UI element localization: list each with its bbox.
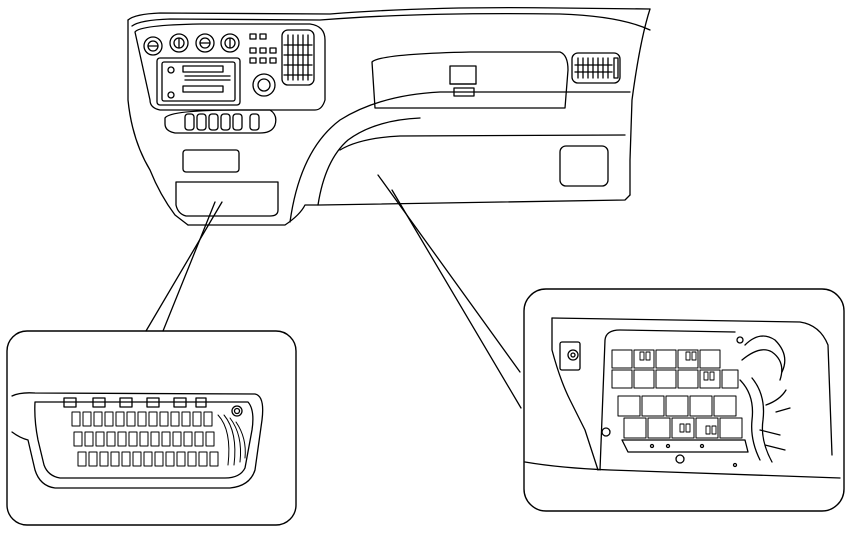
center-stack-outline bbox=[134, 23, 326, 111]
dial-icon bbox=[252, 73, 276, 97]
console-cubby-upper bbox=[182, 149, 240, 173]
dashboard-left-edge bbox=[127, 19, 189, 226]
fuse-box-opening bbox=[551, 317, 833, 456]
leader-lines bbox=[145, 174, 522, 409]
fuse-row bbox=[639, 351, 717, 435]
glovebox-latch bbox=[449, 65, 477, 97]
dashboard-right-edge bbox=[629, 8, 651, 196]
console-cubby-lower bbox=[175, 181, 279, 217]
bolt-icon bbox=[736, 336, 744, 344]
center-vent bbox=[281, 29, 315, 86]
rail-hole bbox=[649, 443, 655, 449]
connector-pins-row-3 bbox=[77, 451, 219, 467]
wiring-harness bbox=[739, 335, 791, 463]
dashboard-top-edge bbox=[127, 6, 651, 21]
bolt-icon bbox=[675, 454, 685, 464]
climate-knob-group bbox=[143, 33, 240, 56]
switch-bank bbox=[164, 109, 277, 134]
mounting-rail bbox=[621, 439, 749, 453]
mounting-screw-icon bbox=[231, 405, 243, 417]
leader-line-left-a bbox=[145, 201, 223, 332]
relay-array bbox=[611, 349, 743, 439]
leader-line-right-a bbox=[377, 174, 521, 373]
connector-callout-frame bbox=[6, 330, 297, 526]
right-side-panel bbox=[559, 145, 609, 187]
bolt-icon bbox=[567, 349, 579, 361]
leader-line-right-b bbox=[391, 189, 522, 409]
rail-hole bbox=[665, 443, 671, 449]
rail-hole bbox=[732, 462, 738, 468]
connector-side-ribs bbox=[217, 414, 246, 466]
dashboard-lower-edge bbox=[187, 194, 631, 226]
knob-icon bbox=[195, 33, 215, 53]
bracket bbox=[559, 341, 581, 371]
dashboard-knee-panel-line bbox=[339, 134, 626, 151]
radio-unit bbox=[156, 57, 241, 106]
connector-pins-row-1 bbox=[71, 411, 213, 427]
small-switches bbox=[249, 33, 277, 64]
knob-icon bbox=[220, 33, 240, 53]
glovebox bbox=[371, 51, 569, 109]
dashboard bbox=[127, 6, 651, 226]
knob-icon bbox=[143, 36, 163, 56]
dashboard-lower-curve bbox=[289, 91, 631, 223]
rail-hole bbox=[699, 443, 705, 449]
right-vent bbox=[571, 52, 621, 84]
fuse-box-callout-frame bbox=[523, 288, 845, 512]
connector-pins-top bbox=[63, 397, 207, 408]
knob-icon bbox=[169, 33, 189, 53]
bolt-icon bbox=[601, 427, 611, 437]
connector-pins-row-2 bbox=[73, 431, 215, 447]
leader-line-left-b bbox=[162, 201, 216, 332]
connector-housing bbox=[11, 392, 264, 489]
fuse-box-callout bbox=[523, 288, 845, 512]
dashboard-top-inner-edge bbox=[131, 12, 651, 31]
connector-callout bbox=[6, 330, 297, 526]
dashboard-lower-curve-inner bbox=[317, 117, 421, 206]
